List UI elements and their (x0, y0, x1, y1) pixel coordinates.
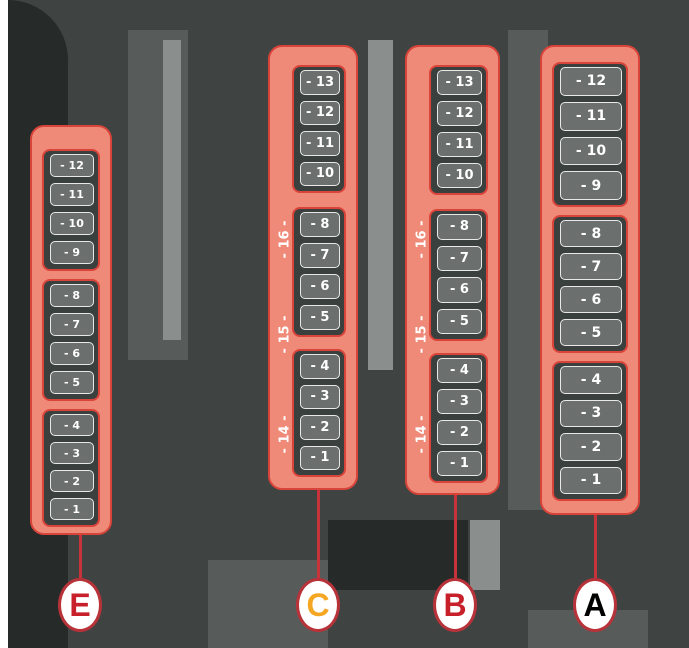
fuse: - 11 (560, 101, 622, 131)
fuse-group: - 4 - 3 - 2 - 1 (42, 409, 100, 527)
fuse-group: - 4 - 3 - 2 - 1 (292, 349, 346, 477)
fuse: - 6 (50, 342, 94, 365)
fuse: - 9 (560, 171, 622, 200)
fuse: - 7 (50, 313, 94, 336)
fuse: - 3 (560, 399, 622, 427)
fuse: - 3 (300, 384, 340, 409)
fuse: - 9 (50, 241, 94, 264)
fuse: - 11 (437, 132, 482, 157)
fuse: - 3 (437, 389, 482, 414)
fuse: - 6 (437, 277, 482, 303)
fuse: - 1 (300, 445, 340, 470)
callout-line (317, 490, 320, 578)
background-shape (163, 40, 181, 340)
fuse-group: - 13 - 12 - 11 - 10 (429, 65, 488, 195)
fuse: - 12 (437, 101, 482, 126)
panel-label-A: A (573, 578, 617, 632)
fuse: - 10 (50, 212, 94, 235)
fuse: - 13 (437, 70, 482, 95)
fuse: - 5 (437, 308, 482, 334)
fuse: - 12 (560, 67, 622, 96)
side-fuse-label: - 15 - (414, 315, 430, 354)
panel-label-E: E (58, 578, 102, 632)
fuse: - 11 (300, 131, 340, 156)
fuse: - 1 (560, 466, 622, 494)
fuse: - 7 (300, 243, 340, 268)
side-fuse-label: - 16 - (277, 220, 293, 259)
background-shape (328, 520, 468, 590)
background-shape (368, 40, 393, 370)
fuse: - 4 (560, 366, 622, 394)
fuse: - 5 (300, 305, 340, 330)
fuse-group: - 8 - 7 - 6 - 5 (292, 207, 346, 337)
fuse: - 8 (437, 214, 482, 240)
fuse: - 7 (560, 253, 622, 280)
fuse: - 6 (300, 274, 340, 299)
fuse: - 12 (50, 154, 94, 177)
fuse: - 7 (437, 245, 482, 271)
fuse-group: - 8 - 7 - 6 - 5 (552, 215, 628, 353)
fuse: - 13 (300, 70, 340, 95)
fuse-group: - 12 - 11 - 10 - 9 (42, 149, 100, 271)
fuse-group: - 13 - 12 - 11 - 10 (292, 65, 346, 193)
fuse-group: - 8 - 7 - 6 - 5 (429, 209, 488, 341)
fuse: - 5 (50, 371, 94, 394)
panel-label-C: C (296, 578, 340, 632)
side-fuse-label: - 16 - (414, 220, 430, 259)
fuse-panel-B: - 13 - 12 - 11 - 10 - 8 - 7 - 6 - 5 - 4 - 3 - 2 - 1… (405, 45, 500, 495)
fuse-group: - 12 - 11 - 10 - 9 (552, 62, 628, 207)
callout-line (454, 495, 457, 578)
fuse: - 2 (560, 433, 622, 461)
fuse-group: - 8 - 7 - 6 - 5 (42, 279, 100, 401)
fuse: - 10 (300, 161, 340, 186)
fuse: - 2 (300, 415, 340, 440)
panel-label-B: B (433, 578, 477, 632)
fuse: - 10 (437, 163, 482, 188)
side-fuse-label: - 15 - (277, 315, 293, 354)
fuse: - 12 (300, 100, 340, 125)
fuse: - 6 (560, 286, 622, 313)
fuse: - 4 (437, 358, 482, 383)
fuse-box-illustration: - 12- 11- 10- 9- 8- 7- 6- 5- 4- 3- 2- 1-… (8, 0, 689, 648)
fuse: - 3 (50, 442, 94, 464)
fuse: - 2 (437, 420, 482, 445)
fuse-panel-E: - 12 - 11 - 10 - 9 - 8 - 7 - 6 - 5 - 4 - 3 - 2 - 1 (30, 125, 112, 535)
fuse: - 1 (437, 451, 482, 476)
fuse: - 5 (560, 319, 622, 346)
fuse-panel-C: - 13 - 12 - 11 - 10 - 8 - 7 - 6 - 5 - 4 - 3 - 2 - 1… (268, 45, 358, 490)
fuse: - 2 (50, 470, 94, 492)
fuse: - 4 (50, 414, 94, 436)
fuse-panel-A: - 12 - 11 - 10 - 9 - 8 - 7 - 6 - 5 - 4 - 3 - 2 - 1 (540, 45, 640, 515)
fuse-group: - 4 - 3 - 2 - 1 (552, 361, 628, 501)
fuse-group: - 4 - 3 - 2 - 1 (429, 353, 488, 483)
fuse: - 8 (300, 212, 340, 237)
fuse: - 8 (560, 220, 622, 247)
fuse: - 4 (300, 354, 340, 379)
background-shape (470, 520, 500, 590)
callout-line (79, 535, 82, 578)
fuse: - 1 (50, 498, 94, 520)
side-fuse-label: - 14 - (277, 415, 293, 454)
side-fuse-label: - 14 - (414, 415, 430, 454)
fuse: - 10 (560, 136, 622, 166)
fuse: - 11 (50, 183, 94, 206)
callout-line (594, 515, 597, 578)
fuse: - 8 (50, 284, 94, 307)
